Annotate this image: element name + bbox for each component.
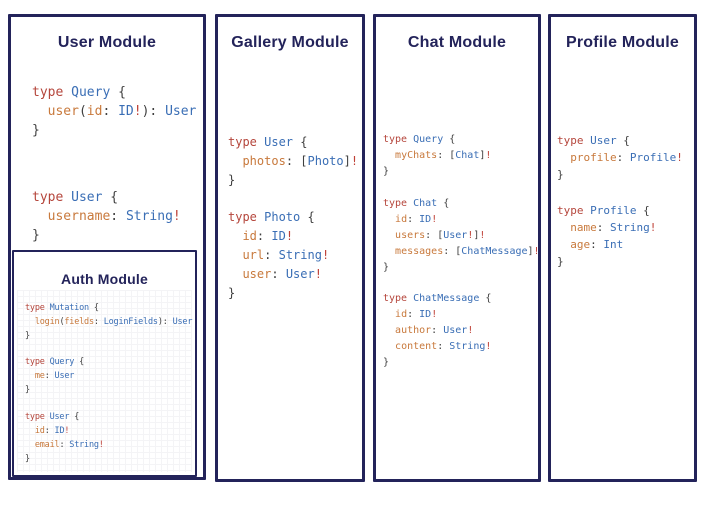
auth-code-block-user: type User { id: ID! email: String!} xyxy=(25,412,104,464)
chat-code-block-chat: type Chat { id: ID! users: [User!]! mess… xyxy=(383,198,540,273)
chat-code-block-chatmessage: type ChatMessage { id: ID! author: User!… xyxy=(383,293,492,368)
profile-module-title: Profile Module xyxy=(565,34,680,51)
gallery-module-title: Gallery Module xyxy=(231,34,349,51)
user-code-block-query: type Query { user(id: ID!): User} xyxy=(32,85,197,138)
profile-module-card: Profile Module type User { profile: Prof… xyxy=(548,14,697,482)
profile-code-block-user: type User { profile: Profile!} xyxy=(557,134,683,181)
auth-module-title: Auth Module xyxy=(61,271,148,287)
auth-module-card: Auth Module type Mutation { login(fields… xyxy=(12,250,197,477)
user-module-title: User Module xyxy=(57,34,157,51)
auth-code-block-mutation: type Mutation { login(fields: LoginField… xyxy=(25,303,193,341)
user-code-block-user: type User { username: String!} xyxy=(32,190,181,243)
profile-code-block-profile: type Profile { name: String! age: Int} xyxy=(557,204,657,268)
auth-code-block-query: type Query { me: User} xyxy=(25,357,85,395)
user-module-card: User Module type Query { user(id: ID!): … xyxy=(8,14,206,480)
chat-module-title: Chat Module xyxy=(407,34,507,51)
gallery-module-card: Gallery Module type User { photos: [Phot… xyxy=(215,14,365,482)
gallery-code-block-photo: type Photo { id: ID! url: String! user: … xyxy=(228,210,330,300)
chat-code-block-query: type Query { myChats: [Chat]!} xyxy=(383,134,492,177)
gallery-code-block-user: type User { photos: [Photo]!} xyxy=(228,135,359,187)
chat-module-card: Chat Module type Query { myChats: [Chat]… xyxy=(373,14,541,482)
